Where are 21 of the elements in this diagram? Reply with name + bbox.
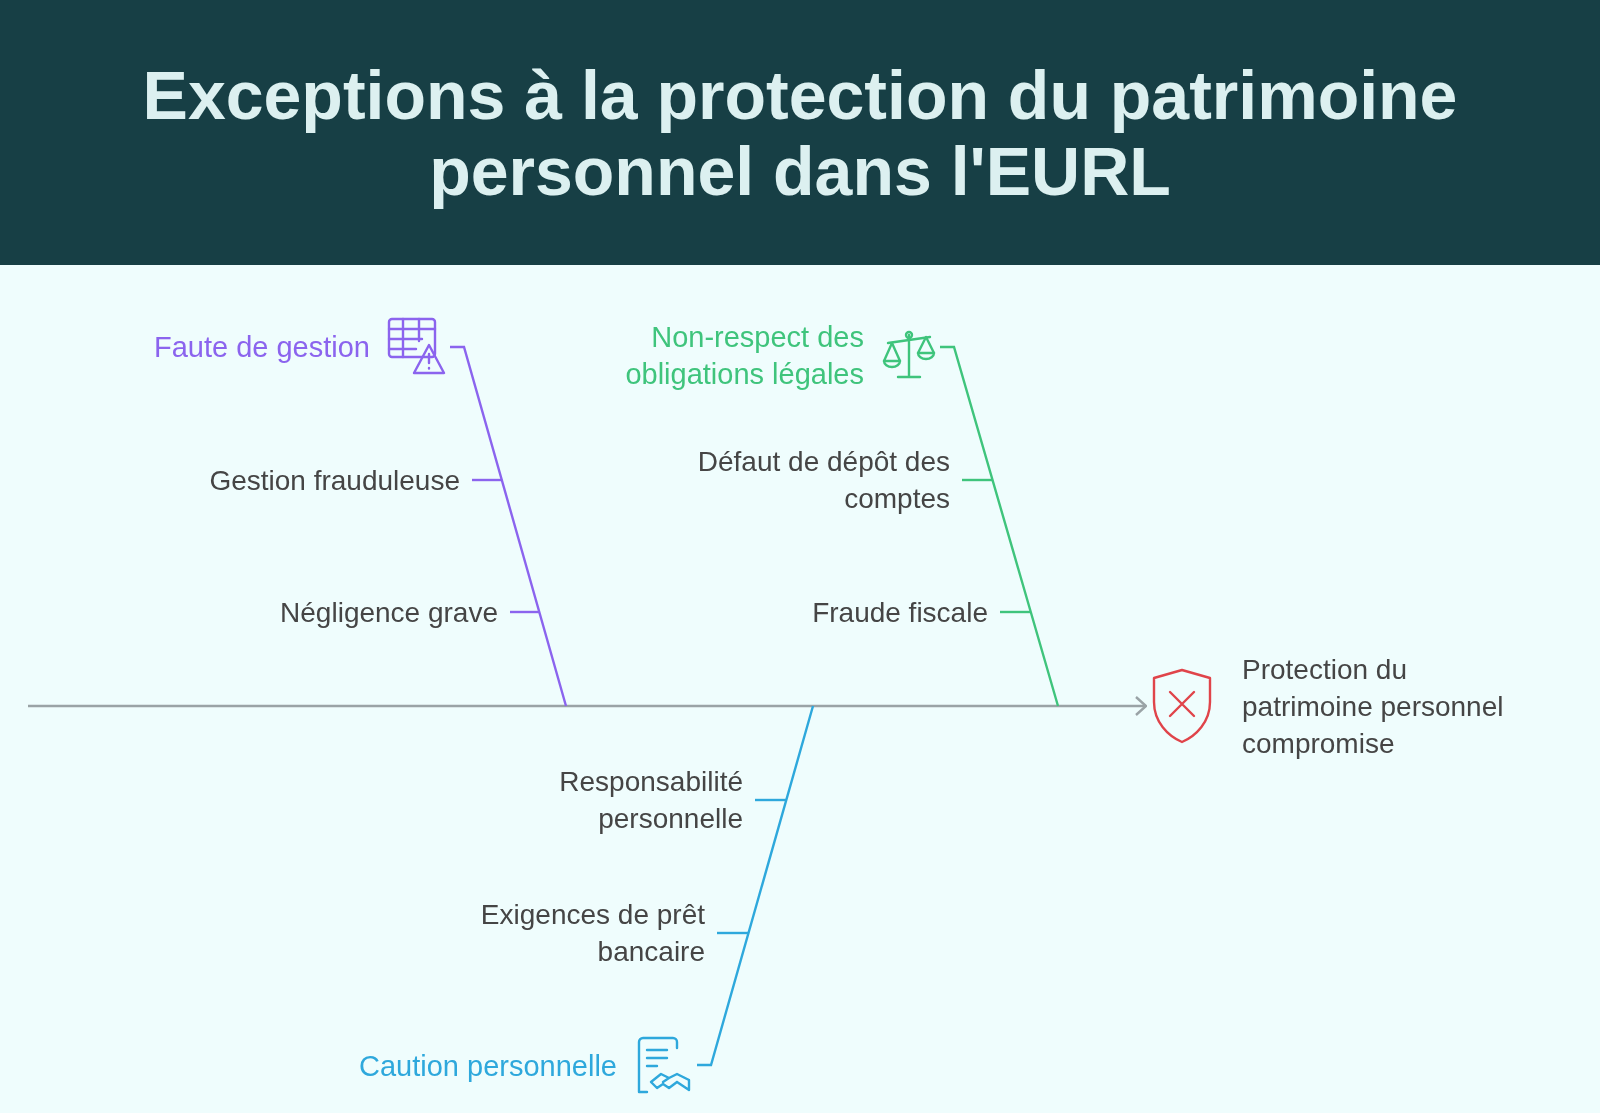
tick-line <box>962 478 993 482</box>
cause-label: Défaut de dépôt des comptes <box>696 445 950 516</box>
tick-line <box>1000 610 1031 614</box>
branch-line <box>940 345 1060 707</box>
tick-line <box>472 478 502 482</box>
tick-line <box>717 931 749 935</box>
cause-label: Fraude fiscale <box>812 595 988 630</box>
spine-arrow <box>28 695 1148 717</box>
cause-label: Négligence grave <box>280 595 498 630</box>
category-label: Faute de gestion <box>153 329 370 365</box>
cause-label: Gestion frauduleuse <box>209 463 460 498</box>
category-label: Non-respect des obligations légales <box>624 320 864 392</box>
title: Exceptions à la protection du patrimoine personnel dans l'EURL <box>141 56 1459 209</box>
branch-line <box>697 705 815 1067</box>
tick-line <box>755 798 787 802</box>
branch-line <box>450 345 568 707</box>
effect-label: Protection du patrimoine personnel compromise <box>1242 652 1505 761</box>
tick-line <box>510 610 540 614</box>
cause-label: Responsabilité personnelle <box>558 765 743 836</box>
cause-label: Exigences de prêt bancaire <box>479 898 705 969</box>
category-label: Caution personnelle <box>359 1048 617 1084</box>
